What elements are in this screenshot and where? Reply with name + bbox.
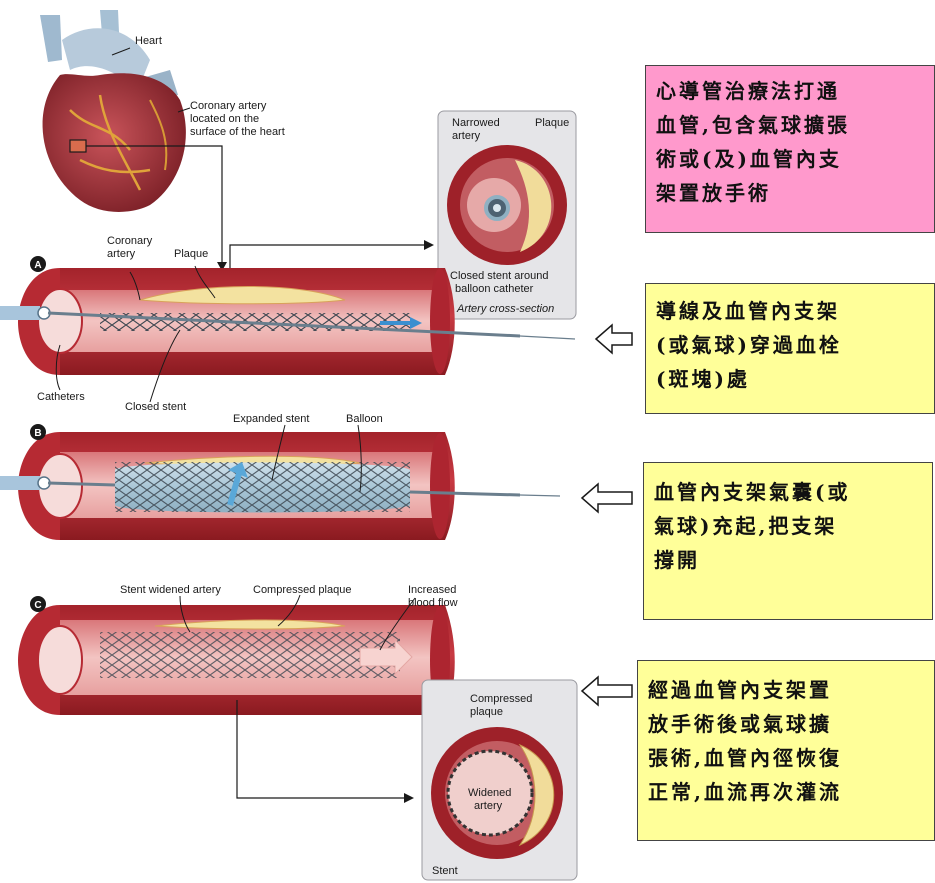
label-plaque-a: Plaque — [174, 248, 208, 261]
badge-c: C — [34, 600, 41, 611]
badge-b: B — [34, 428, 41, 439]
label-heart: Heart — [135, 35, 162, 48]
label-catheters: Catheters — [37, 391, 85, 404]
label-coronary-1: Coronary — [107, 235, 152, 248]
label-closed-stent: Closed stent — [125, 401, 186, 414]
note-step-c-line: 正常,血流再次灌流 — [648, 775, 924, 809]
note-step-a-line: (斑塊)處 — [656, 362, 924, 396]
label-widened-2: artery — [474, 800, 502, 813]
arrow-step-b — [582, 484, 632, 512]
heart-illustration — [40, 10, 186, 212]
note-intro-line: 架置放手術 — [656, 176, 924, 210]
note-step-c-line: 張術,血管內徑恢復 — [648, 741, 924, 775]
arrow-step-a — [596, 325, 632, 353]
label-narrowed-1: Narrowed — [452, 117, 500, 130]
arrow-step-c — [582, 677, 632, 705]
label-coronary-2: artery — [107, 248, 135, 261]
vessel-b — [0, 432, 560, 540]
note-intro-line: 心導管治療法打通 — [656, 74, 924, 108]
note-step-c-line: 放手術後或氣球擴 — [648, 707, 924, 741]
note-step-a-line: (或氣球)穿過血栓 — [656, 328, 924, 362]
note-step-a-line: 導線及血管內支架 — [656, 294, 924, 328]
vessel-c — [18, 605, 455, 715]
label-plaque-cross: Plaque — [535, 117, 569, 130]
label-increased-2: blood flow — [408, 597, 458, 610]
note-step-b-line: 撐開 — [654, 543, 922, 577]
note-step-c-line: 經過血管內支架置 — [648, 673, 924, 707]
label-closed-stent-around-1: Closed stent around — [450, 270, 548, 283]
label-closed-stent-around-2: balloon catheter — [455, 283, 533, 296]
label-coronary-surface-1: Coronary artery — [190, 100, 266, 113]
label-widened-1: Widened — [468, 787, 511, 800]
label-coronary-surface-2: located on the — [190, 113, 259, 126]
label-stent-widened: Stent widened artery — [120, 584, 221, 597]
note-step-b-line: 血管內支架氣囊(或 — [654, 475, 922, 509]
note-intro-line: 血管,包含氣球擴張 — [656, 108, 924, 142]
label-compressed-plaque: Compressed plaque — [253, 584, 351, 597]
cross-section-narrowed — [447, 145, 567, 265]
label-coronary-surface-3: surface of the heart — [190, 126, 285, 139]
note-intro-line: 術或(及)血管內支 — [656, 142, 924, 176]
label-compressed-plaque-2-2: plaque — [470, 706, 503, 719]
note-step-c: 經過血管內支架置 放手術後或氣球擴 張術,血管內徑恢復 正常,血流再次灌流 — [637, 660, 935, 841]
note-intro: 心導管治療法打通 血管,包含氣球擴張 術或(及)血管內支 架置放手術 — [645, 65, 935, 233]
label-expanded-stent: Expanded stent — [233, 413, 309, 426]
note-step-b-line: 氣球)充起,把支架 — [654, 509, 922, 543]
badge-a: A — [34, 260, 41, 271]
note-step-b: 血管內支架氣囊(或 氣球)充起,把支架 撐開 — [643, 462, 933, 620]
label-artery-cross-section: Artery cross-section — [457, 303, 554, 316]
label-increased-1: Increased — [408, 584, 456, 597]
label-balloon: Balloon — [346, 413, 383, 426]
label-compressed-plaque-2-1: Compressed — [470, 693, 532, 706]
label-stent: Stent — [432, 865, 458, 878]
note-step-a: 導線及血管內支架 (或氣球)穿過血栓 (斑塊)處 — [645, 283, 935, 414]
label-narrowed-2: artery — [452, 130, 480, 143]
